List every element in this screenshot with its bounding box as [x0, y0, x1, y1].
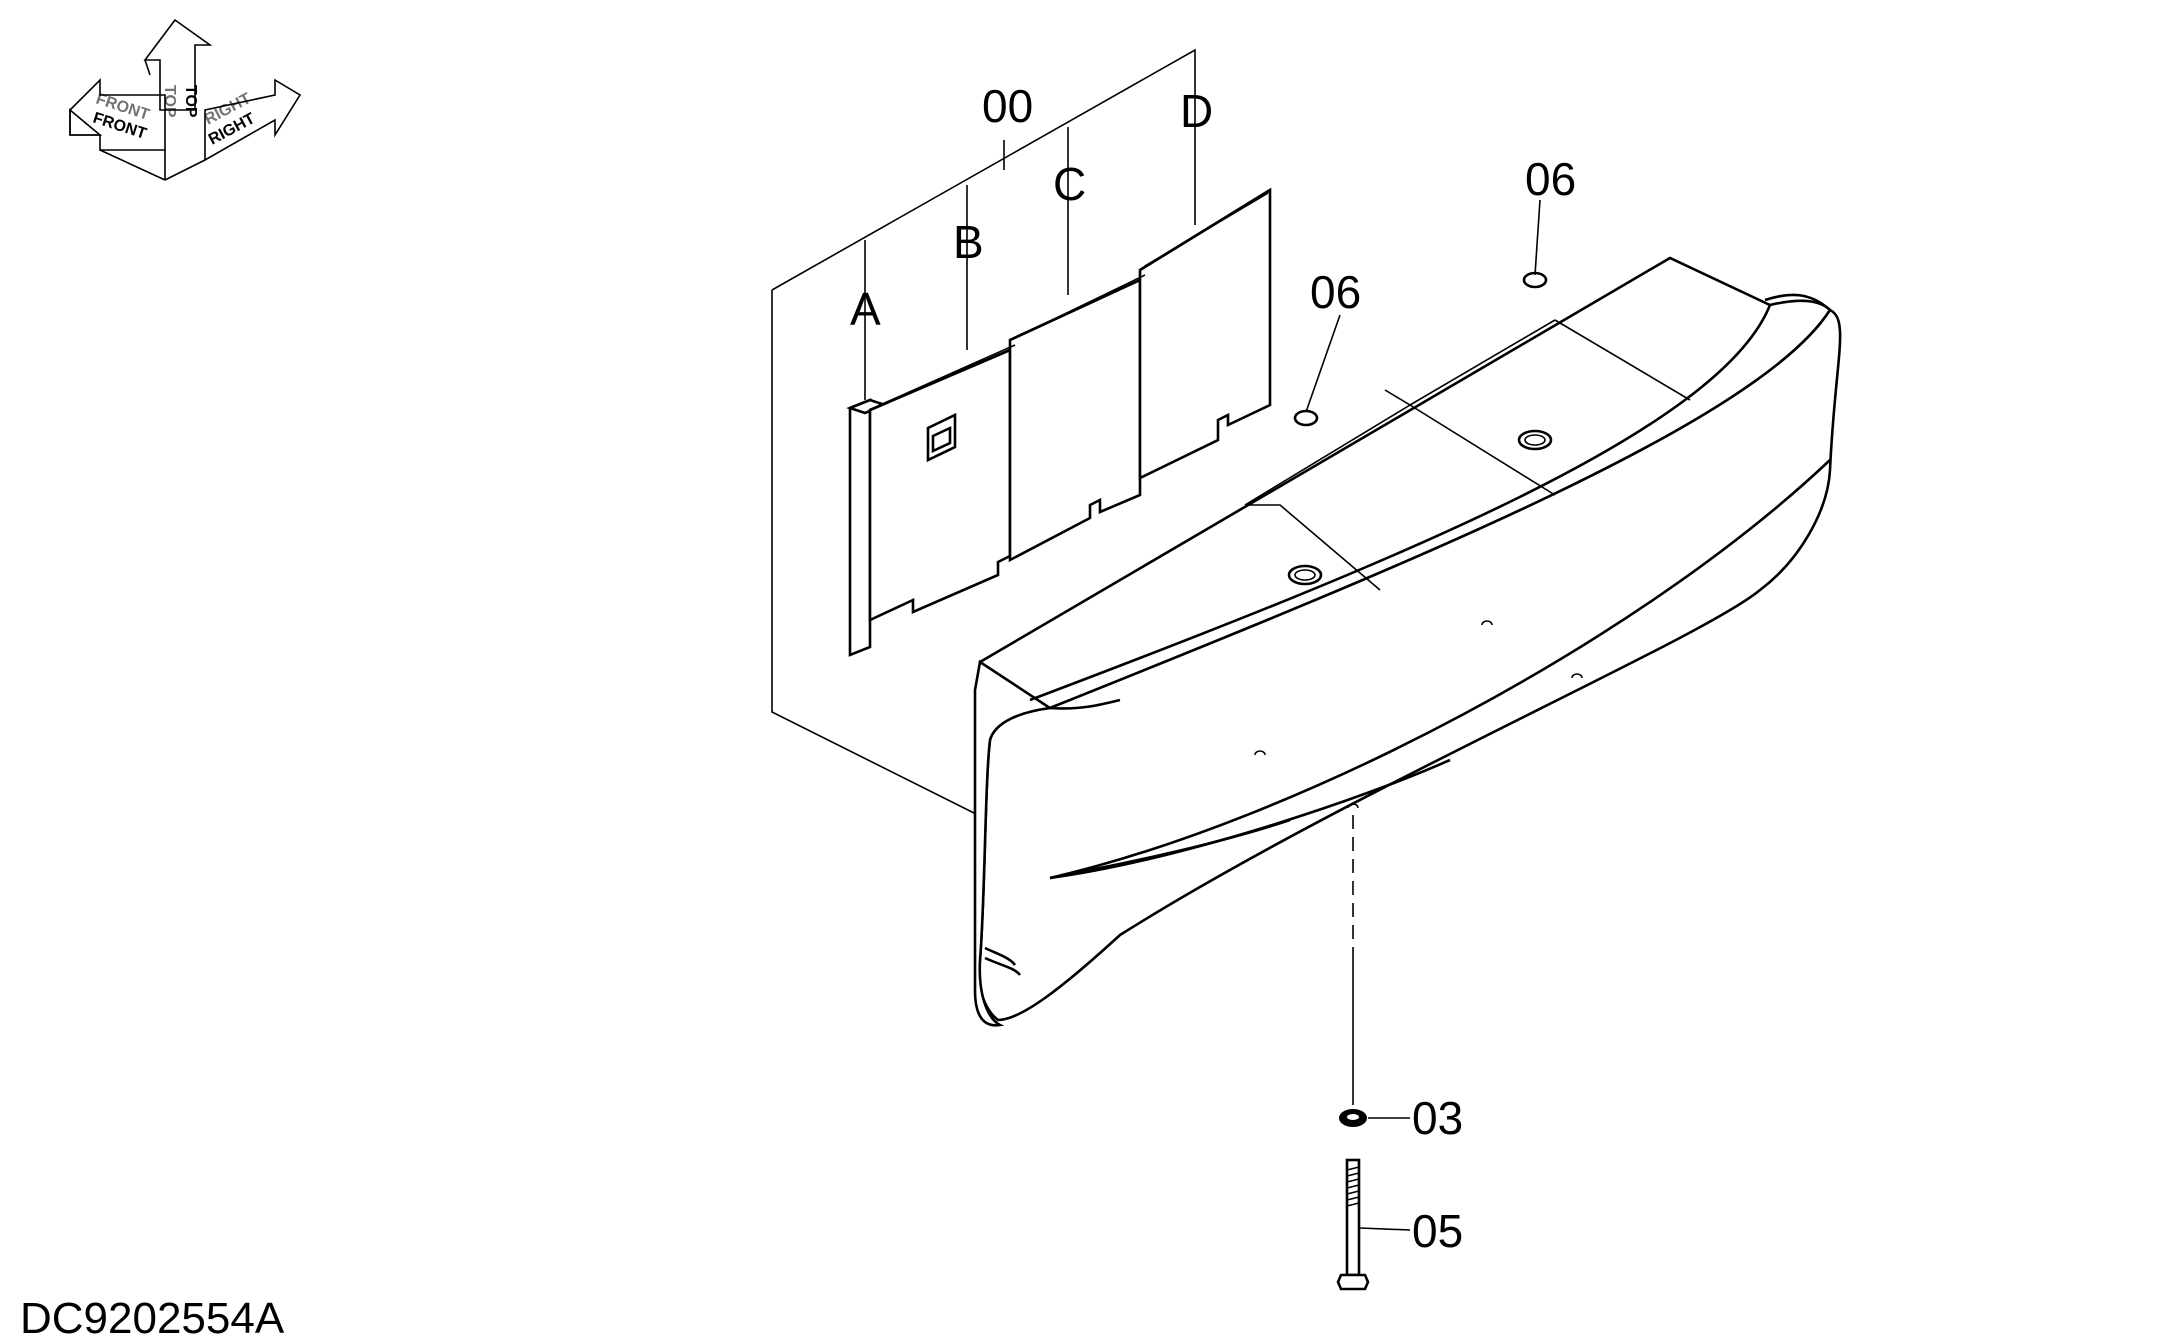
- callout-a: A: [850, 283, 881, 335]
- plate-b: [868, 348, 1012, 623]
- counterweight: [973, 256, 1842, 1027]
- mark-1: [1254, 750, 1266, 756]
- callout-c: C: [1053, 158, 1086, 210]
- right-arrow-shape: [204, 78, 302, 162]
- plug-right: 06: [1522, 153, 1576, 289]
- bolt-assembly: 03 05: [1336, 815, 1463, 1291]
- callout-03: 03: [1412, 1092, 1463, 1144]
- counterweight-side: [973, 659, 1054, 1027]
- plate-c: [1008, 277, 1142, 563]
- top-arrow-shape: [143, 18, 213, 111]
- callout-06-right: 06: [1525, 153, 1576, 205]
- callout-00: 00: [982, 80, 1033, 132]
- callout-d: D: [1180, 85, 1213, 137]
- callout-b: B: [953, 216, 984, 268]
- plate-d: [1138, 187, 1272, 481]
- front-arrow-shape: [69, 78, 166, 151]
- drawing-id: DC9202554A: [20, 1294, 285, 1343]
- callout-05: 05: [1412, 1205, 1463, 1257]
- mark-4: [1571, 673, 1583, 679]
- top-label-shadow: TOP: [161, 85, 178, 118]
- plate-b-window: [926, 412, 957, 463]
- bolt-head: [1336, 1273, 1370, 1291]
- bore-right: [1517, 429, 1553, 451]
- assembly-bracket: 00 A B C D: [771, 48, 1213, 816]
- bore-left: [1287, 564, 1323, 586]
- insert-plates: [846, 187, 1272, 657]
- plate-a-edge: [848, 398, 872, 657]
- washer: 03: [1339, 1092, 1463, 1144]
- callout-06-left: 06: [1310, 266, 1361, 318]
- mark-3: [1481, 620, 1493, 626]
- orientation-icon: FRONT FRONT TOP TOP RIGHT RIGHT: [69, 18, 302, 181]
- plug-left: 06: [1293, 266, 1361, 427]
- bolt: 05: [1336, 1158, 1463, 1291]
- mark-2: [1347, 803, 1359, 809]
- top-label: TOP: [182, 85, 199, 118]
